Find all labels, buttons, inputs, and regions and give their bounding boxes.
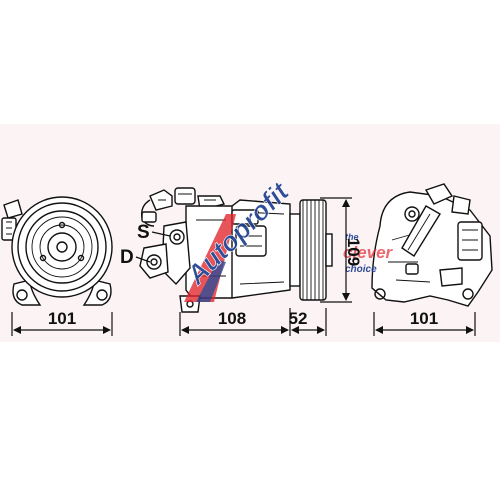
discharge-leader-line [135, 256, 151, 263]
rear-view [371, 183, 493, 307]
dimension-pulley-length: 52 [289, 308, 327, 336]
dimension-body-length: 108 [179, 308, 291, 336]
suction-port-label: S [137, 222, 150, 243]
discharge-port-label: D [120, 247, 134, 268]
rear-width-value: 101 [410, 309, 438, 328]
watermark-slogan-line2: clever [343, 243, 394, 262]
dimension-rear-width: 101 [373, 309, 476, 336]
watermark-slogan-line3: choice [345, 264, 377, 275]
suction-leader-line [151, 231, 171, 237]
watermark-slogan-line1: the [345, 232, 359, 242]
front-width-value: 101 [48, 309, 76, 328]
pulley-length-value: 52 [289, 309, 308, 328]
dimension-front-width: 101 [11, 309, 113, 336]
front-view [1, 196, 113, 306]
body-length-value: 108 [218, 309, 246, 328]
dimension-height: 109 [320, 197, 363, 303]
height-value: 109 [344, 238, 363, 266]
